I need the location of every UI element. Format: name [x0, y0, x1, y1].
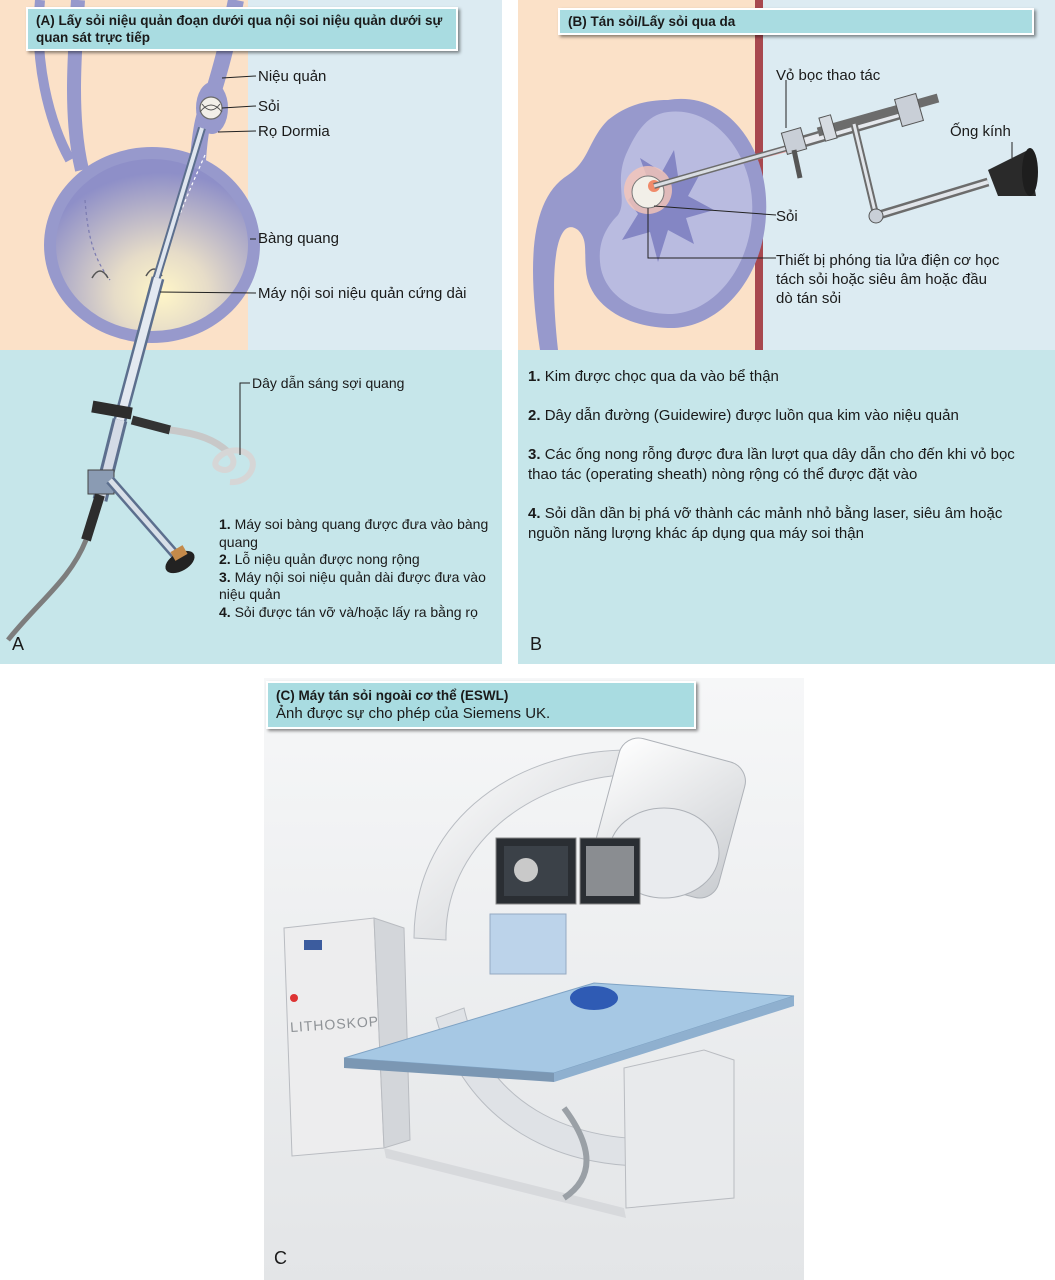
steps-region	[0, 350, 502, 664]
label-fiber-optic: Dây dẫn sáng sợi quang	[252, 375, 405, 391]
step-a-2: 2. Lỗ niệu quản được nong rộng	[219, 551, 420, 567]
panel-c-title: (C) Máy tán sỏi ngoài cơ thể (ESWL)	[276, 688, 509, 703]
panel-c-credit: Ảnh được sự cho phép của Siemens UK.	[276, 705, 551, 722]
label-bladder: Bàng quang	[258, 230, 339, 247]
panel-a-letter: A	[12, 634, 25, 654]
label-ureter: Niệu quản	[258, 68, 327, 85]
step-b-3: 3. Các ống nong rỗng được đưa lần lượt q…	[528, 446, 1015, 483]
stone-b	[631, 175, 665, 209]
steps-region-b	[518, 350, 1055, 664]
label-dormia-basket: Rọ Dormia	[258, 123, 330, 140]
panel-b-title: (B) Tán sỏi/Lấy sỏi qua da	[558, 8, 1034, 35]
step-a-4: 4. Sỏi được tán vỡ và/hoặc lấy ra bằng r…	[219, 603, 478, 620]
label-stone-a: Sỏi	[258, 98, 280, 115]
step-a-1: 1. Máy soi bàng quang được đưa vào bàng …	[219, 516, 489, 550]
step-b-1: 1. Kim được chọc qua da vào bể thận	[528, 368, 779, 385]
label-lithotripsy-device: Thiết bị phóng tia lửa điện cơ học tách …	[776, 252, 1000, 307]
panel-b-pcnl: (B) Tán sỏi/Lấy sỏi qua da Vỏ bọc thao t…	[518, 0, 1055, 664]
shock-head-balloon	[570, 986, 618, 1010]
label-stone-b: Sỏi	[776, 208, 798, 225]
panel-b-letter: B	[530, 634, 543, 654]
label-operating-sheath: Vỏ bọc thao tác	[776, 67, 881, 84]
blue-housing	[489, 913, 567, 975]
scope-clamp	[91, 400, 133, 420]
guide-cable	[6, 539, 89, 642]
control-cabinet	[283, 917, 385, 1157]
step-a-3: 3. Máy nội soi niệu quản dài được đưa và…	[219, 568, 486, 603]
light-region	[248, 0, 502, 350]
label-nephroscope: Ống kính	[950, 123, 1011, 140]
fiber-optic-cable	[212, 447, 256, 486]
panel-a-illustration	[0, 0, 502, 664]
eyepiece-a	[165, 550, 195, 574]
panel-c-eswl-photo: (C) Máy tán sỏi ngoài cơ thể (ESWL) Ảnh …	[264, 678, 804, 1280]
step-b-4: 4. Sỏi dần dần bị phá vỡ thành các mảnh …	[528, 505, 1003, 542]
table-pedestal	[623, 1049, 735, 1209]
panel-c-caption: (C) Máy tán sỏi ngoài cơ thể (ESWL) Ảnh …	[266, 681, 696, 729]
panel-a-ureteroscopy: (A) Lấy sỏi niệu quản đoạn dưới qua nội …	[0, 0, 502, 664]
bladder-interior	[56, 159, 248, 331]
label-rigid-ureteroscope: Máy nội soi niệu quản cứng dài	[258, 285, 467, 302]
panel-a-steps: 1. Máy soi bàng quang được đưa vào bàng …	[219, 516, 489, 621]
panel-b-steps: 1. Kim được chọc qua da vào bể thận 2. D…	[528, 367, 1048, 563]
panel-b-illustration	[518, 0, 1055, 664]
panel-c-letter: C	[274, 1248, 287, 1268]
eswl-machine-illustration	[264, 678, 804, 1280]
panel-a-title: (A) Lấy sỏi niệu quản đoạn dưới qua nội …	[26, 7, 458, 51]
step-b-2: 2. Dây dẫn đường (Guidewire) được luồn q…	[528, 407, 959, 424]
